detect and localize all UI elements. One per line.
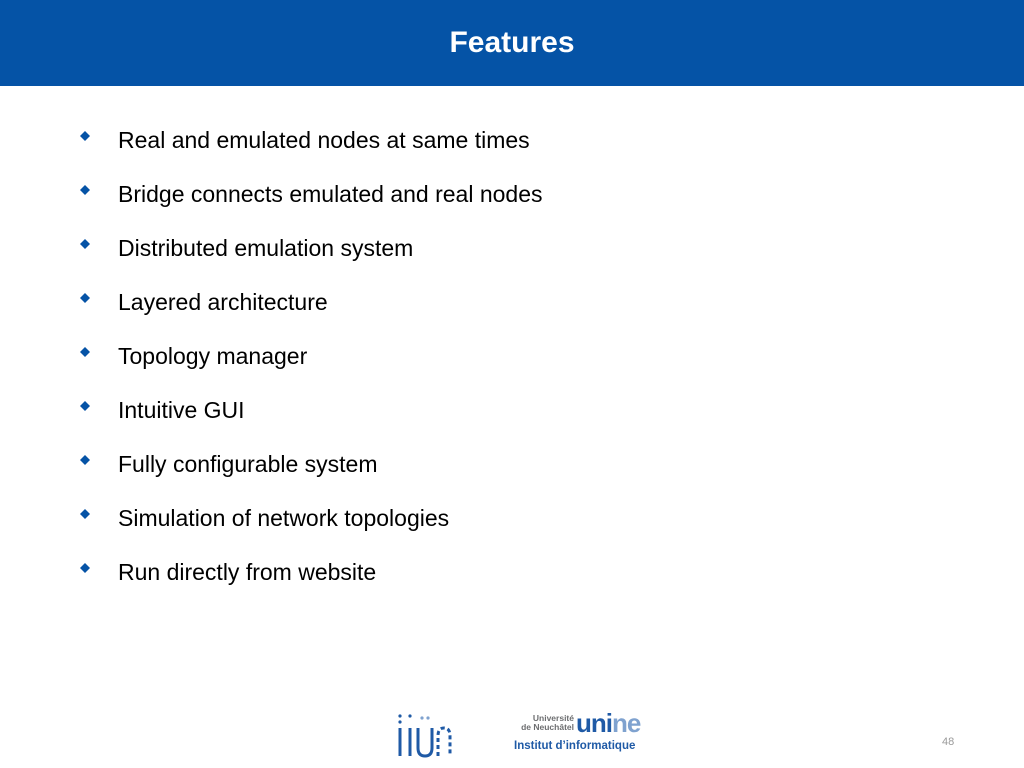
- diamond-bullet-icon: [80, 131, 90, 141]
- bullet-item: Run directly from website: [80, 545, 543, 599]
- bullet-item: Fully configurable system: [80, 437, 543, 491]
- bullet-text: Distributed emulation system: [118, 234, 414, 261]
- unine-wordmark-uni: uni: [576, 708, 613, 738]
- title-bar: Features: [0, 0, 1024, 86]
- bullet-text: Real and emulated nodes at same times: [118, 126, 530, 153]
- slide-footer: Université de Neuchâtel unine Institut d…: [0, 700, 1024, 768]
- bullet-item: Real and emulated nodes at same times: [80, 113, 543, 167]
- diamond-bullet-icon: [80, 401, 90, 411]
- diamond-bullet-icon: [80, 293, 90, 303]
- bullet-text: Simulation of network topologies: [118, 504, 450, 531]
- bullet-list: Real and emulated nodes at same times Br…: [80, 113, 543, 599]
- diamond-bullet-icon: [80, 185, 90, 195]
- unine-line2: de Neuchâtel: [521, 722, 574, 732]
- bullet-text: Fully configurable system: [118, 450, 378, 477]
- slide-title: Features: [449, 26, 575, 59]
- diamond-bullet-icon: [80, 455, 90, 465]
- diamond-bullet-icon: [80, 509, 90, 519]
- bullet-item: Intuitive GUI: [80, 383, 543, 437]
- unine-institut: Institut d’informatique: [514, 740, 636, 752]
- bullet-item: Simulation of network topologies: [80, 491, 543, 545]
- bullet-text: Topology manager: [118, 342, 308, 369]
- page-number: 48: [942, 736, 955, 748]
- diamond-bullet-icon: [80, 239, 90, 249]
- diamond-bullet-icon: [80, 563, 90, 573]
- bullet-item: Topology manager: [80, 329, 543, 383]
- diamond-bullet-icon: [80, 347, 90, 357]
- bullet-text: Run directly from website: [118, 558, 377, 585]
- unine-line1: Université: [532, 713, 574, 723]
- bullet-text: Bridge connects emulated and real nodes: [118, 180, 543, 207]
- iiun-logo: [396, 712, 452, 760]
- bullet-item: Bridge connects emulated and real nodes: [80, 167, 543, 221]
- bullet-item: Distributed emulation system: [80, 221, 543, 275]
- unine-logo: Université de Neuchâtel unine Institut d…: [514, 710, 654, 760]
- unine-wordmark: unine: [576, 708, 641, 738]
- bullet-text: Layered architecture: [118, 288, 328, 315]
- bullet-item: Layered architecture: [80, 275, 543, 329]
- unine-university-name: Université de Neuchâtel: [514, 714, 574, 732]
- bullet-text: Intuitive GUI: [118, 396, 245, 423]
- unine-wordmark-ne: ne: [612, 708, 641, 738]
